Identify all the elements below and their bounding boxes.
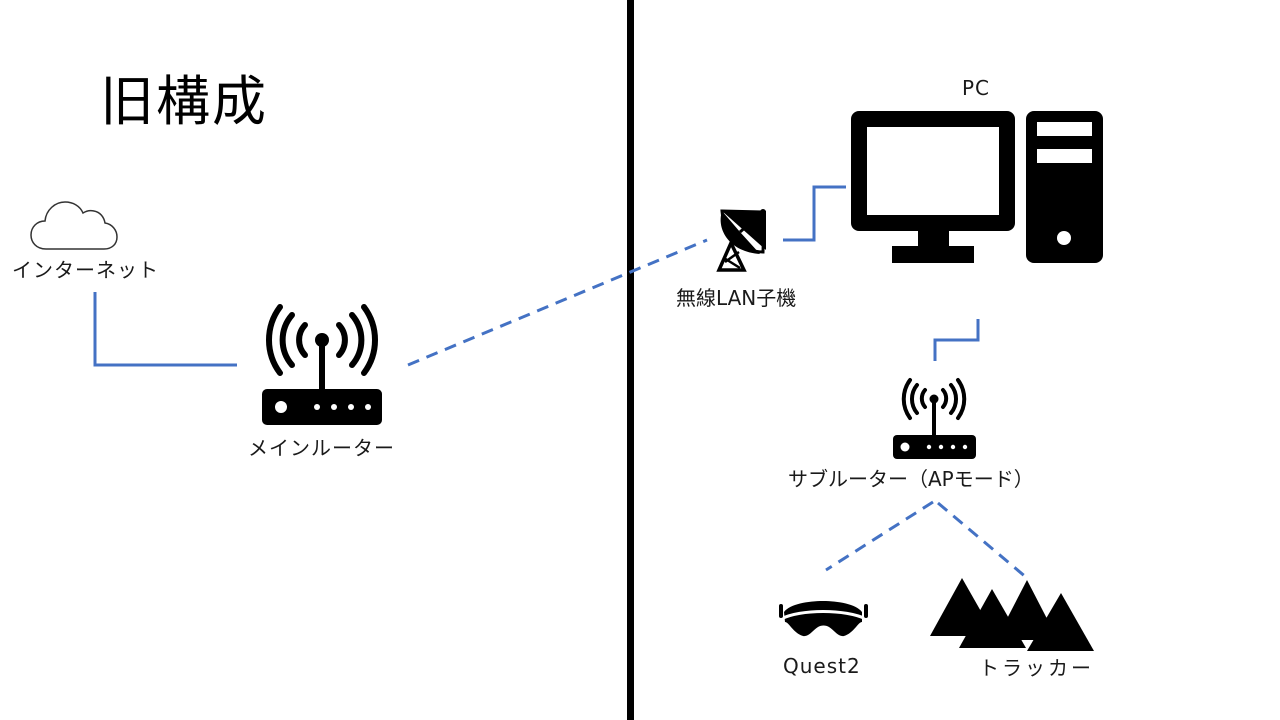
quest2-label: Quest2 (783, 654, 861, 678)
pc-label: PC (962, 76, 991, 100)
internet-label: インターネット (12, 258, 159, 282)
wireless-adapter-label: 無線LAN子機 (676, 286, 797, 310)
cloud-icon (30, 201, 118, 250)
satellite-dish-icon (716, 209, 766, 272)
sub-router-icon (893, 378, 976, 459)
tracker-label: トラッカー (979, 656, 1094, 680)
connection-internet-main-router (93, 292, 237, 367)
connection-wireless-adapter-pc (783, 185, 846, 242)
sub-router-label: サブルーター（APモード） (788, 467, 1034, 491)
main-router-label: メインルーター (248, 436, 395, 460)
desktop-computer-icon (851, 111, 1103, 263)
wifi-router-icon (262, 304, 382, 425)
slide-title: 旧構成 (100, 70, 268, 133)
connection-pc-sub-router (933, 319, 980, 361)
connection-sub-router-quest2 (825, 500, 934, 572)
vr-headset-icon (779, 601, 868, 637)
tracker-triangles-icon (930, 578, 1094, 651)
connection-main-router-wireless-adapter (407, 238, 708, 367)
connection-sub-router-tracker (937, 501, 1028, 580)
section-divider (627, 0, 634, 720)
